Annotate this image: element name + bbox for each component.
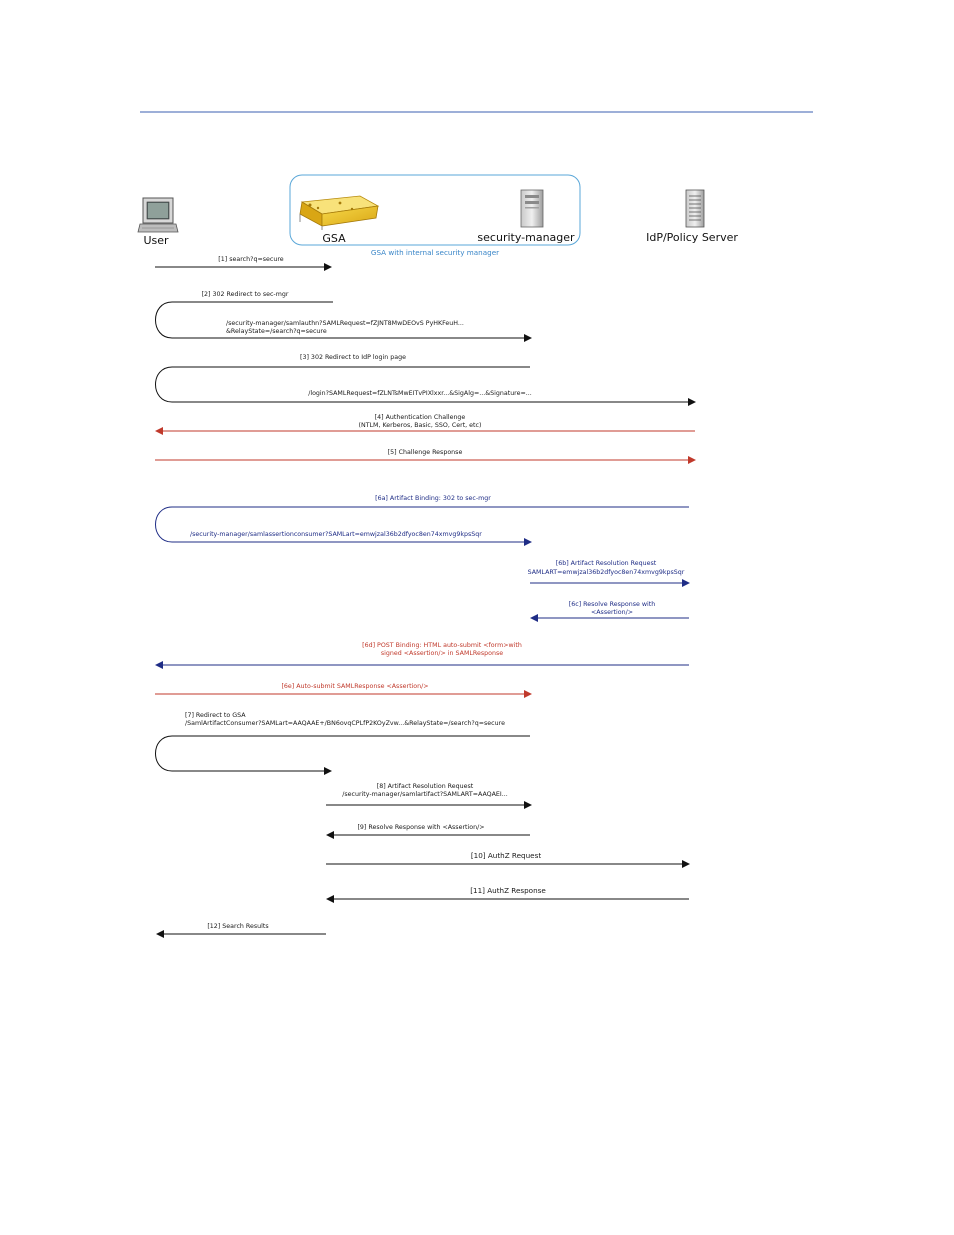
msg-3-arrow	[155, 366, 696, 406]
actor-idp: IdP/Policy Server	[646, 231, 738, 244]
msg-2-relaystate: &RelayState=/search?q=secure	[226, 328, 327, 335]
msg-2-url: /security-manager/samlauthn?SAMLRequest=…	[226, 320, 464, 327]
actor-security-manager: security-manager	[477, 231, 575, 244]
msg-6c-label: [6c] Resolve Response with	[569, 601, 655, 608]
msg-8-label: [8] Artifact Resolution Request	[377, 783, 474, 790]
server-tower-icon	[685, 189, 705, 228]
msg-7-arrow	[155, 735, 530, 775]
msg-11-label: [11] AuthZ Response	[470, 886, 546, 895]
msg-6b-artifact: SAMLART=emwjzal36b2dfyoc8en74xmvg9kpsSqr	[528, 569, 685, 576]
msg-12-label: [12] Search Results	[207, 923, 268, 930]
msg-1-label: [1] search?q=secure	[218, 256, 284, 263]
msg-3-label: [3] 302 Redirect to IdP login page	[300, 354, 406, 361]
gsa-group-box	[289, 174, 581, 246]
actor-user: User	[143, 234, 169, 247]
msg-7-label: [7] Redirect to GSA	[185, 712, 246, 719]
msg-5-label: [5] Challenge Response	[388, 449, 463, 456]
msg-9-label: [9] Resolve Response with <Assertion/>	[357, 824, 484, 831]
msg-6e-label: [6e] Auto-submit SAMLResponse <Assertion…	[281, 683, 428, 690]
msg-6d-detail: signed <Assertion/> in SAMLResponse	[381, 650, 503, 657]
msg-2-label: [2] 302 Redirect to sec-mgr	[202, 291, 289, 298]
msg-3-url: /login?SAMLRequest=fZLNTsMwEITvPIXlxxr..…	[308, 390, 532, 397]
server-icon	[520, 189, 544, 228]
actor-gsa: GSA	[322, 232, 346, 245]
computer-icon	[137, 197, 179, 233]
msg-6a-label: [6a] Artifact Binding: 302 to sec-mgr	[375, 495, 491, 502]
msg-10-label: [10] AuthZ Request	[471, 851, 541, 860]
msg-6a-arrow	[155, 506, 689, 546]
msg-8-url: /security-manager/samlartifact?SAMLART=A…	[342, 791, 508, 798]
msg-6d-label: [6d] POST Binding: HTML auto-submit <for…	[362, 642, 522, 649]
msg-6c-assertion: <Assertion/>	[591, 609, 633, 616]
msg-7-url: /SamlArtifactConsumer?SAMLart=AAQAAE+/BN…	[185, 720, 505, 727]
msg-2-arrow	[155, 301, 532, 342]
msg-6a-url: /security-manager/samlassertionconsumer?…	[190, 531, 482, 538]
msg-4-methods: (NTLM, Kerberos, Basic, SSO, Cert, etc)	[359, 422, 482, 429]
group-caption: GSA with internal security manager	[371, 248, 499, 257]
gsa-appliance-icon	[299, 195, 380, 230]
msg-4-label: [4] Authentication Challenge	[375, 414, 466, 421]
msg-6b-label: [6b] Artifact Resolution Request	[556, 560, 657, 567]
